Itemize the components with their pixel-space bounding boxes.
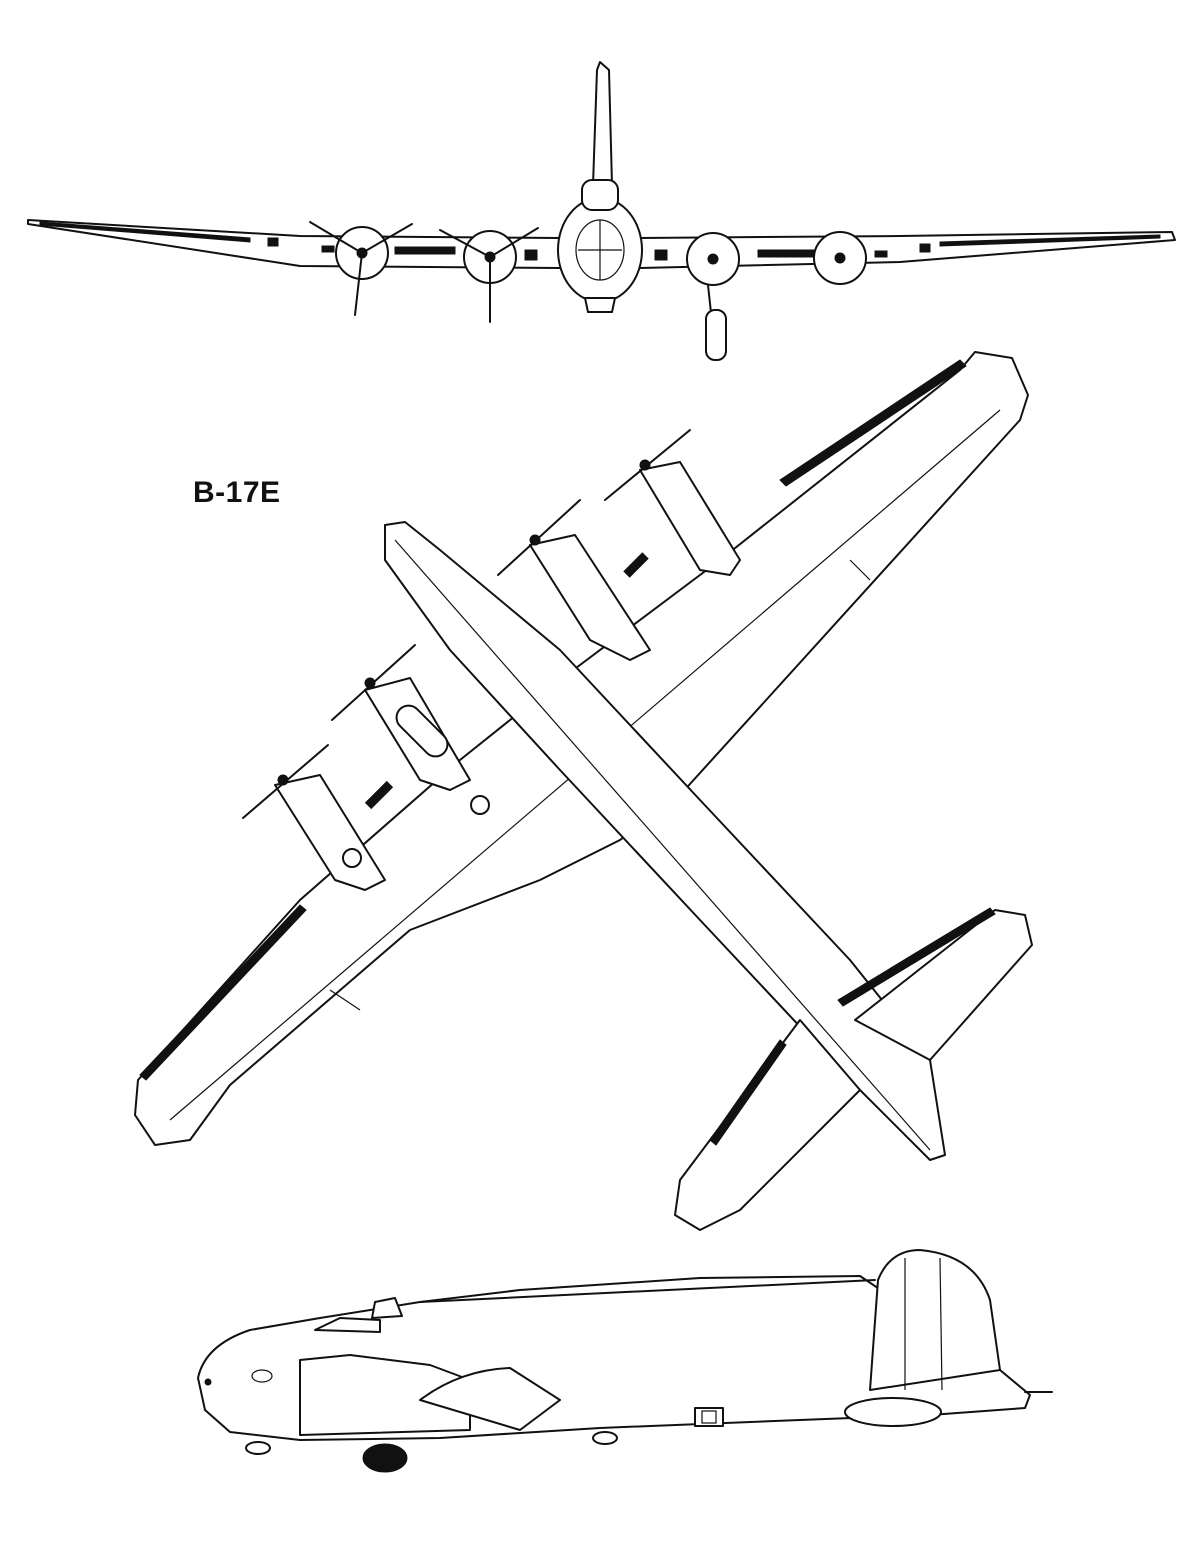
plan-view-left-elevator-edge	[709, 1039, 787, 1146]
plan-view-left-intake	[364, 780, 394, 810]
plan-view-right-intake	[623, 552, 649, 578]
side-view-roundel	[844, 1397, 942, 1427]
side-view-ball-turret	[592, 1431, 618, 1445]
plan-view	[134, 351, 1033, 1231]
side-view-wing-root	[419, 1367, 561, 1431]
aircraft-designation-label: B-17E	[193, 476, 281, 509]
plan-view-right-elevator-edge	[837, 907, 996, 1007]
plan-view-right-stabilizer	[854, 909, 1033, 1061]
front-view-right-aileron	[939, 234, 1161, 247]
side-view-dorsal-fillet	[419, 1279, 876, 1303]
front-view-top-turret	[581, 179, 619, 211]
front-view-chin	[584, 297, 616, 313]
plan-view-left-stabilizer	[674, 1019, 861, 1231]
plan-view-ball-turret-left	[470, 795, 490, 815]
front-view-main-wheel	[705, 309, 727, 361]
plan-view-fuselage-centerline	[394, 539, 931, 1151]
side-view-top-turret	[371, 1297, 403, 1319]
side-view-main-wheel	[362, 1443, 408, 1473]
plan-view-right-wing-aileron	[779, 359, 967, 487]
plan-view-left-wing-aileron	[139, 904, 307, 1081]
front-view-propellers	[309, 221, 539, 323]
plan-view-propellers	[242, 429, 691, 819]
side-view-chin-bump	[245, 1441, 271, 1455]
front-view-tail-fin	[592, 61, 613, 186]
front-view-left-aileron	[39, 221, 251, 243]
side-view-nose-gun	[204, 1378, 212, 1386]
front-view	[27, 61, 1176, 361]
side-view	[197, 1249, 1053, 1473]
side-view-cockpit	[314, 1317, 381, 1333]
plan-view-ball-turret-outer	[342, 848, 362, 868]
side-view-vertical-tail	[869, 1249, 1001, 1391]
plan-view-fuselage	[384, 521, 946, 1161]
plan-view-turret-hatch	[395, 704, 449, 758]
